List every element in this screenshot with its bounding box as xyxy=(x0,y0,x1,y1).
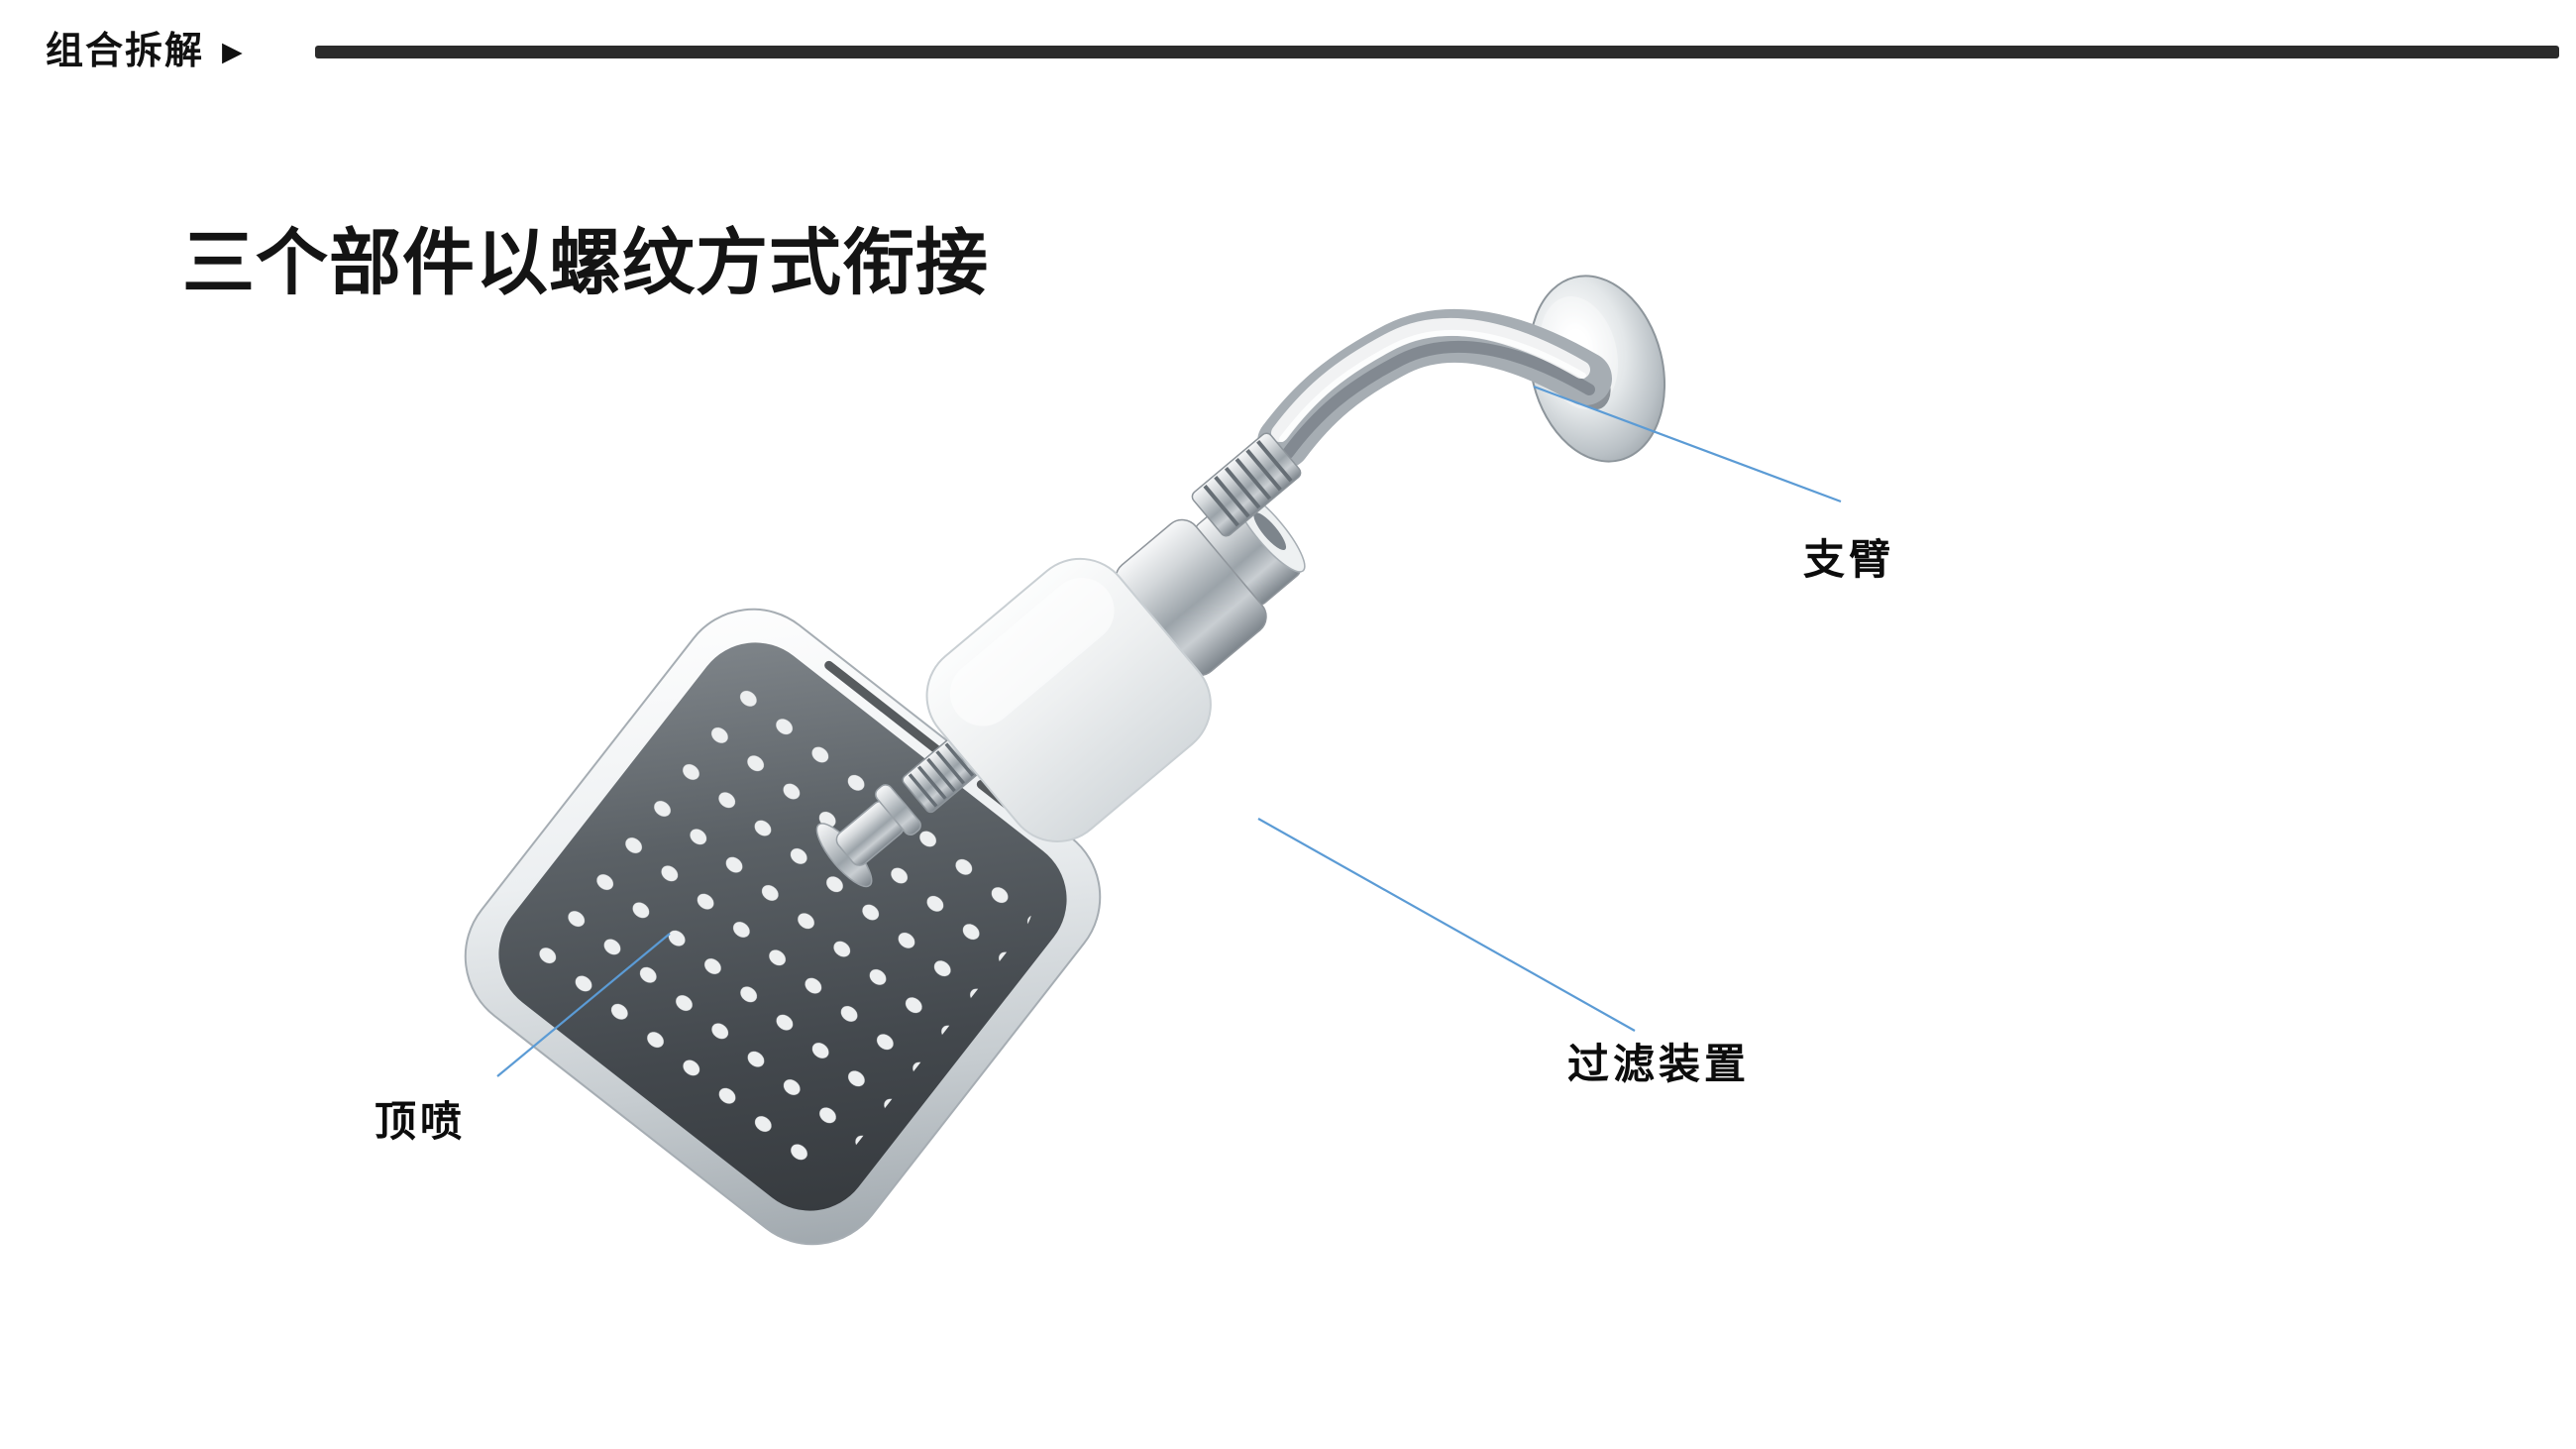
header: 组合拆解 ▶ xyxy=(46,30,243,75)
leader-line-filter xyxy=(1257,818,1636,1032)
shower-arm xyxy=(1257,308,1612,469)
header-rule xyxy=(315,46,2559,58)
play-arrow-icon: ▶ xyxy=(222,37,243,67)
arm-thread-connector xyxy=(1191,432,1302,537)
leader-line-showerhead xyxy=(496,933,671,1077)
showerhead-stem xyxy=(815,784,921,888)
leader-line-arm xyxy=(1533,385,1842,503)
page-title: 三个部件以螺纹方式衔接 xyxy=(182,223,989,303)
head-slot xyxy=(824,660,960,768)
label-filter: 过滤装置 xyxy=(1567,1041,1751,1087)
label-arm: 支臂 xyxy=(1803,536,1895,583)
label-showerhead: 顶喷 xyxy=(375,1098,467,1145)
section-label: 组合拆解 xyxy=(46,31,205,72)
